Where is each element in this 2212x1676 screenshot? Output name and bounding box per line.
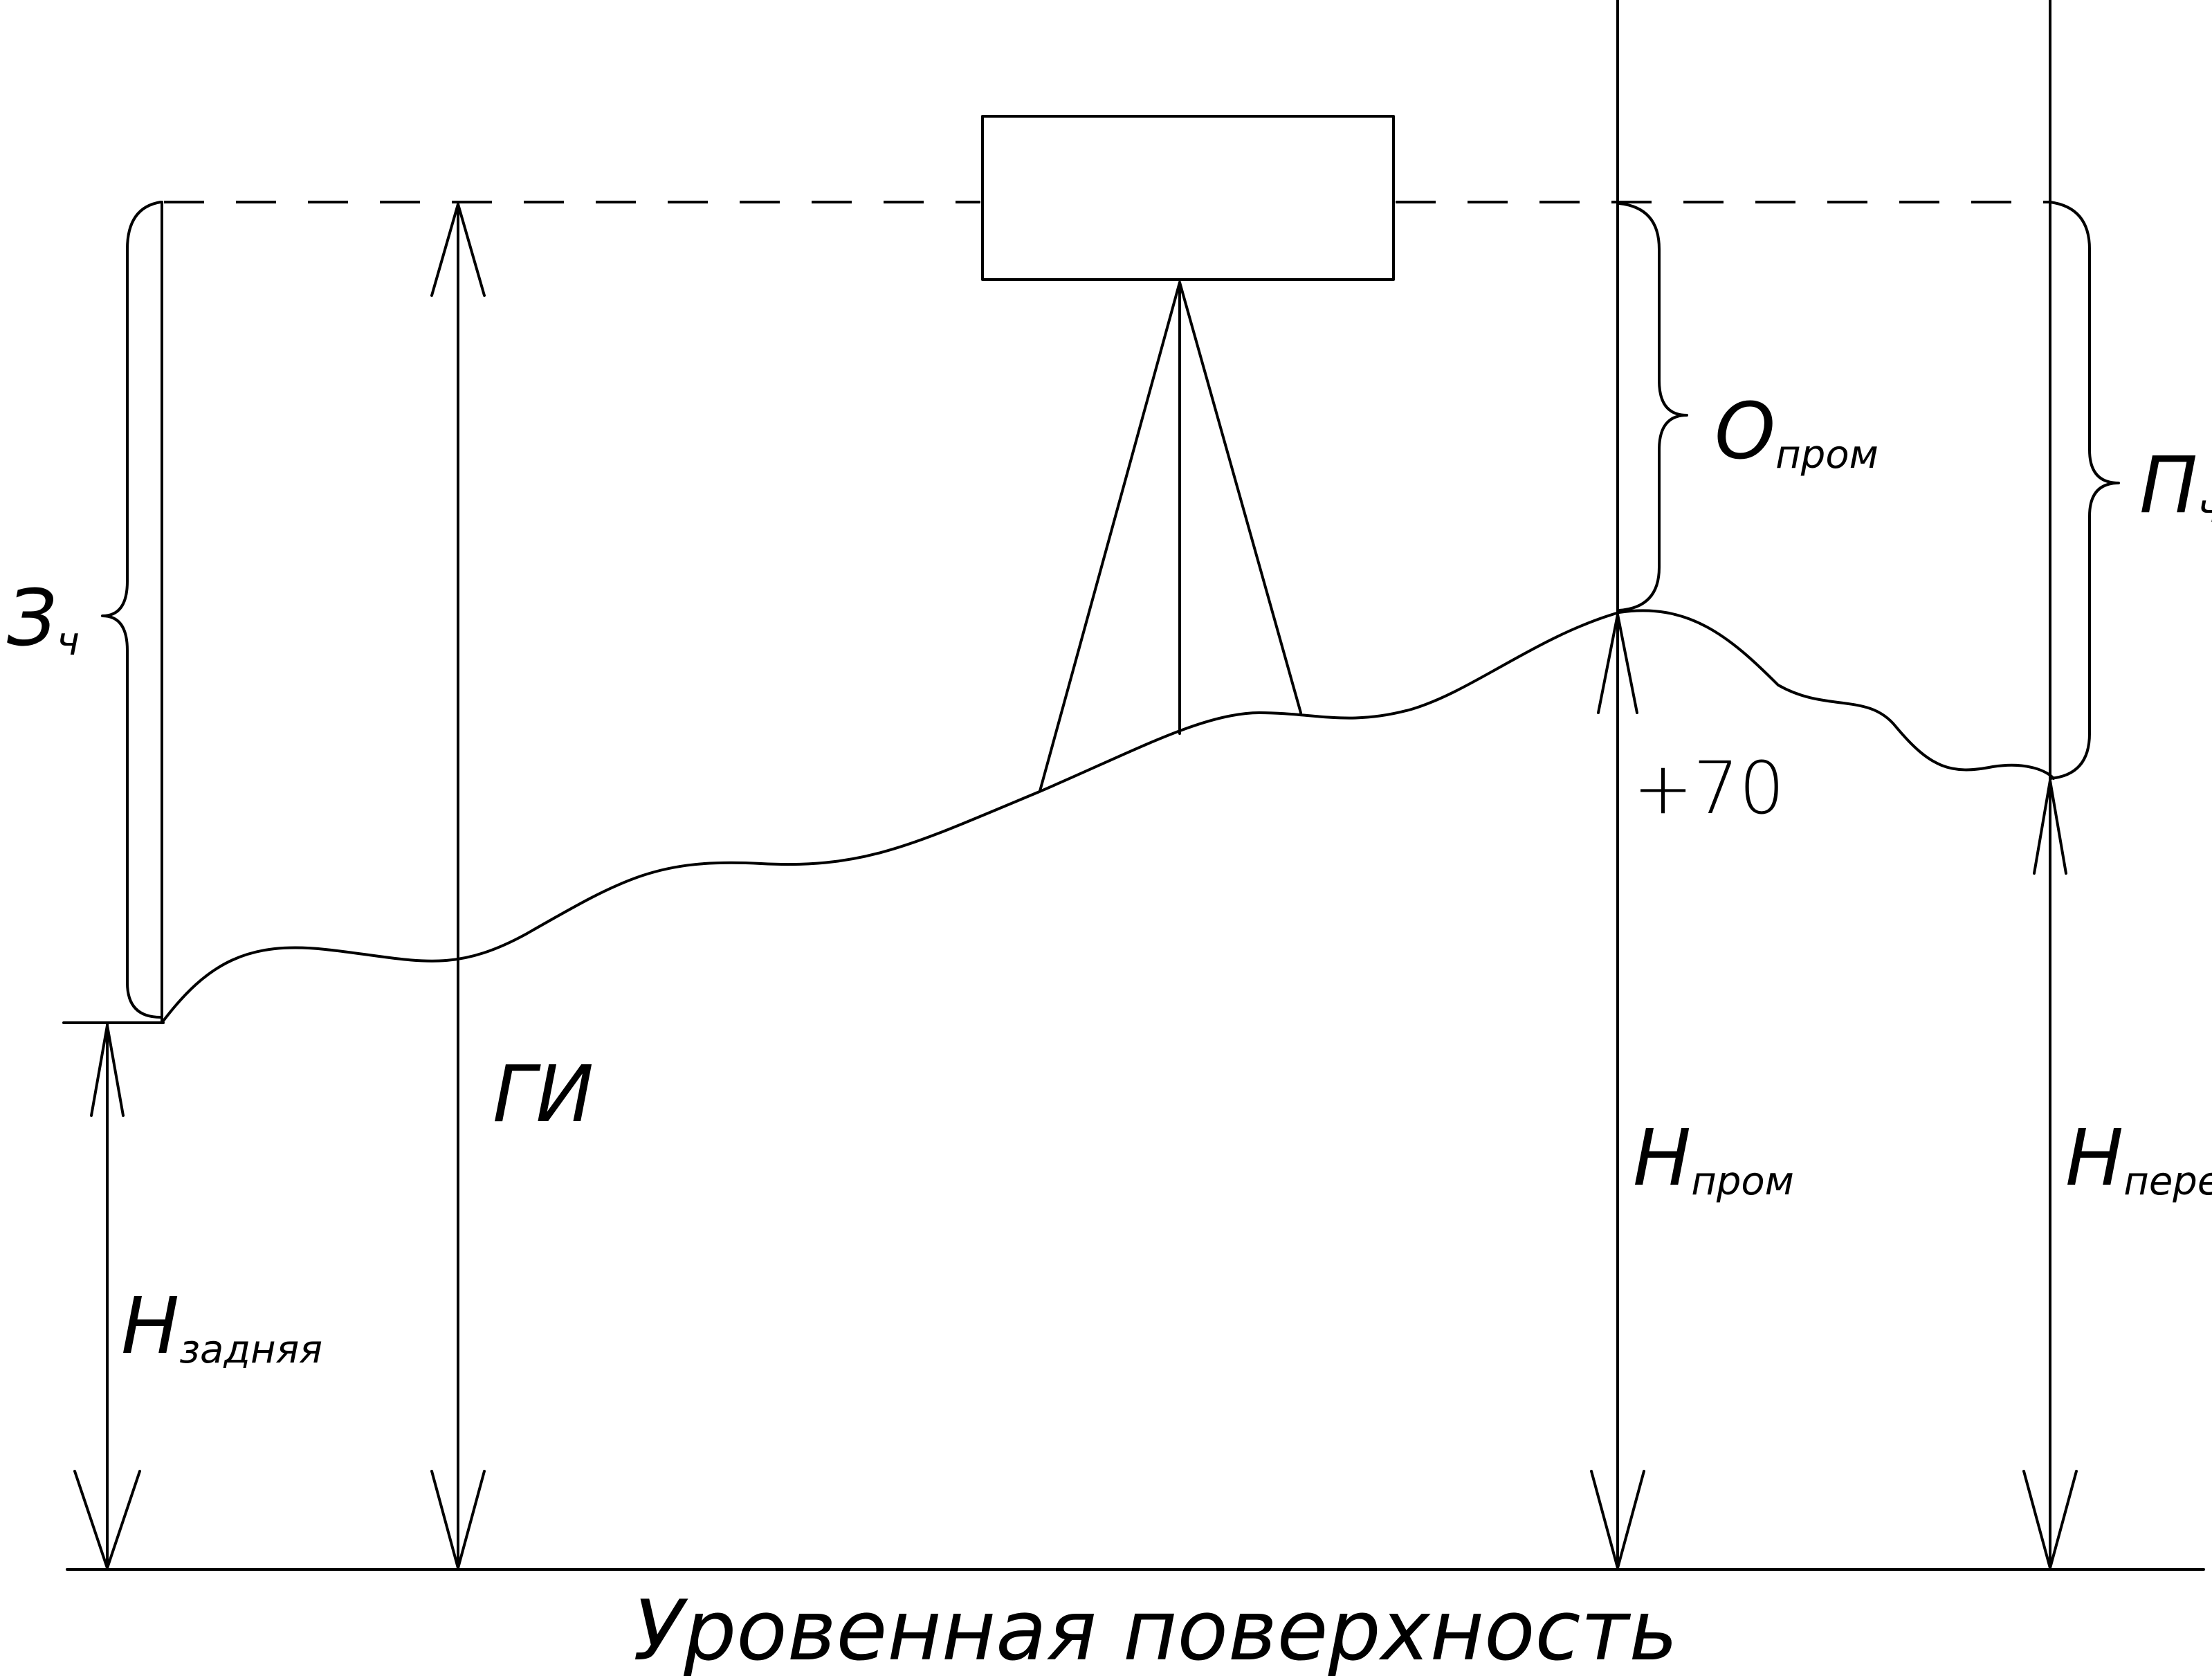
tripod-leg-left xyxy=(1039,281,1181,792)
back-reading-label: Зч xyxy=(7,574,80,664)
back-reading-brace xyxy=(101,201,162,1019)
tripod-leg-right xyxy=(1178,281,1302,714)
instrument-height-arrow-bottom xyxy=(430,1470,486,1569)
foresight-elevation-label: Hперед xyxy=(2065,1113,2212,1204)
datum-surface-caption: Уровенная поверхность xyxy=(633,1583,1678,1676)
intermediate-reading-label: Опром xyxy=(1715,387,1879,477)
back-elevation-arrow-top xyxy=(90,1024,125,1117)
intermediate-elevation-arrow-top xyxy=(1597,613,1638,714)
intermediate-elevation-arrow-bottom xyxy=(1590,1470,1645,1569)
foresight-elevation-arrow-top xyxy=(2033,779,2067,875)
foresight-reading-brace xyxy=(2049,201,2120,780)
foresight-elevation-arrow-bottom xyxy=(2022,1470,2078,1569)
back-elevation-label: Hзадняя xyxy=(121,1282,322,1372)
intermediate-station-label: +70 xyxy=(1633,746,1784,830)
back-elevation-arrow-bottom xyxy=(73,1470,141,1569)
instrument-height-arrow-top xyxy=(430,203,486,297)
instrument-height-label: ГИ xyxy=(493,1050,594,1140)
intermediate-elevation-label: Hпром xyxy=(1633,1113,1794,1204)
ground-profile xyxy=(161,609,2055,1024)
intermediate-reading-brace xyxy=(1618,202,1688,612)
level-instrument xyxy=(981,115,1395,281)
foresight-reading-label: Пч xyxy=(2139,441,2212,531)
